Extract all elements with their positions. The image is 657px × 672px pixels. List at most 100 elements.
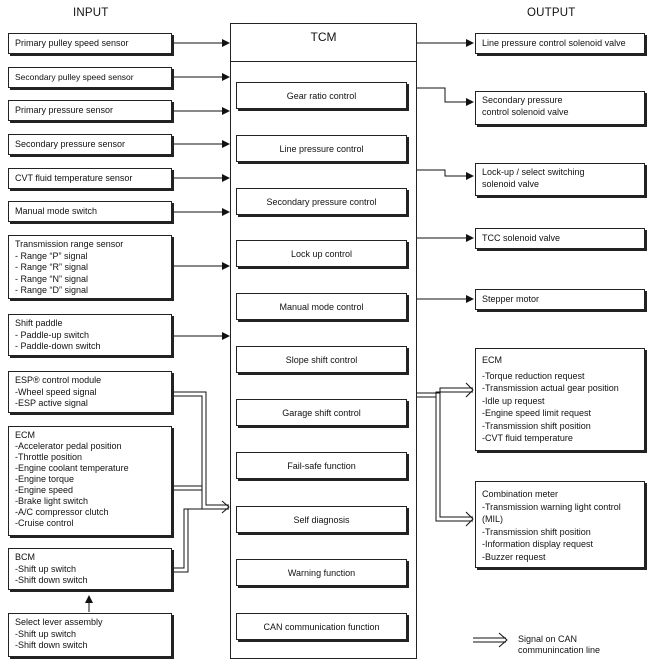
output-lock-up-select-switching-solenoid-valve: Lock-up / select switching solenoid valv… bbox=[475, 163, 645, 196]
input-line: -Shift down switch bbox=[15, 575, 88, 585]
input-header: INPUT bbox=[73, 7, 109, 19]
output-line: -CVT fluid temperature bbox=[482, 433, 573, 443]
input-ecm: ECM -Accelerator pedal position -Throttl… bbox=[8, 426, 172, 536]
input-manual-mode-switch: Manual mode switch bbox=[8, 201, 172, 222]
function-label: Slope shift control bbox=[285, 354, 358, 365]
function-slope-shift-control: Slope shift control bbox=[236, 346, 407, 373]
input-line: - Range “D” signal bbox=[15, 285, 89, 295]
input-title: CVT fluid temperature sensor bbox=[15, 172, 133, 183]
output-stepper-motor: Stepper motor bbox=[475, 289, 645, 310]
output-line: control solenoid valve bbox=[482, 106, 569, 117]
function-label: Line pressure control bbox=[279, 143, 364, 154]
tcm-frame bbox=[230, 23, 417, 659]
output-title: Line pressure control solenoid valve bbox=[482, 37, 626, 48]
input-secondary-pulley-speed-sensor: Secondary pulley speed sensor bbox=[8, 67, 172, 88]
output-ecm: ECM -Torque reduction request -Transmiss… bbox=[475, 348, 645, 451]
output-line: -Transmission actual gear position bbox=[482, 383, 619, 393]
input-line: -Wheel speed signal bbox=[15, 386, 97, 397]
input-title: ESP® control module bbox=[15, 375, 102, 385]
function-secondary-pressure-control: Secondary pressure control bbox=[236, 188, 407, 215]
output-line: -Torque reduction request bbox=[482, 370, 585, 381]
legend-line-2: communincation line bbox=[518, 645, 601, 655]
input-select-lever-assembly: Select lever assembly -Shift up switch -… bbox=[8, 613, 172, 657]
function-self-diagnosis: Self diagnosis bbox=[236, 506, 407, 533]
tcm-divider bbox=[230, 61, 417, 62]
output-line-pressure-control-solenoid-valve: Line pressure control solenoid valve bbox=[475, 33, 645, 54]
input-shift-paddle: Shift paddle - Paddle-up switch - Paddle… bbox=[8, 314, 172, 356]
output-title: TCC solenoid valve bbox=[482, 232, 561, 243]
function-label: Secondary pressure control bbox=[266, 196, 377, 207]
output-line: -Information display request bbox=[482, 539, 594, 549]
output-line: -Transmission shift position bbox=[482, 420, 591, 431]
function-line-pressure-control: Line pressure control bbox=[236, 135, 407, 162]
output-tcc-solenoid-valve: TCC solenoid valve bbox=[475, 228, 645, 249]
input-line: -Accelerator pedal position bbox=[15, 441, 122, 451]
input-line: -A/C compressor clutch bbox=[15, 507, 109, 517]
input-title: Select lever assembly bbox=[15, 617, 103, 627]
input-line: -Shift down switch bbox=[15, 640, 88, 650]
function-can-communication-function: CAN communication function bbox=[236, 613, 407, 640]
output-combination-meter: Combination meter -Transmission warning … bbox=[475, 481, 645, 568]
input-line: -ESP active signal bbox=[15, 398, 88, 408]
function-label: Self diagnosis bbox=[293, 514, 350, 525]
input-line: -Engine coolant temperature bbox=[15, 463, 129, 473]
function-garage-shift-control: Garage shift control bbox=[236, 399, 407, 426]
function-label: Fail-safe function bbox=[287, 460, 356, 471]
input-secondary-pressure-sensor: Secondary pressure sensor bbox=[8, 134, 172, 155]
input-line: -Cruise control bbox=[15, 518, 74, 528]
output-line: solenoid valve bbox=[482, 178, 540, 189]
input-line: - Paddle-down switch bbox=[15, 341, 101, 351]
function-gear-ratio-control: Gear ratio control bbox=[236, 82, 407, 109]
input-line: -Brake light switch bbox=[15, 496, 89, 506]
output-title: Lock-up / select switching bbox=[482, 167, 585, 177]
input-title: Transmission range sensor bbox=[15, 239, 124, 249]
input-line: -Shift up switch bbox=[15, 628, 77, 639]
output-title: Stepper motor bbox=[482, 293, 540, 304]
output-line: -Idle up request bbox=[482, 395, 545, 406]
input-title: Shift paddle bbox=[15, 318, 63, 328]
output-line: -Engine speed limit request bbox=[482, 408, 592, 418]
input-cvt-fluid-temperature-sensor: CVT fluid temperature sensor bbox=[8, 168, 172, 189]
function-label: Warning function bbox=[287, 567, 356, 578]
input-line: - Range “N” signal bbox=[15, 273, 89, 284]
input-bcm: BCM -Shift up switch -Shift down switch bbox=[8, 548, 172, 590]
function-fail-safe-function: Fail-safe function bbox=[236, 452, 407, 479]
function-label: Garage shift control bbox=[282, 407, 361, 418]
input-line: -Shift up switch bbox=[15, 563, 77, 574]
output-header: OUTPUT bbox=[527, 7, 576, 19]
input-title: Secondary pressure sensor bbox=[15, 138, 126, 149]
function-label: CAN communication function bbox=[263, 621, 380, 632]
output-line: -Buzzer request bbox=[482, 551, 546, 562]
legend-label: Signal on CAN communincation line bbox=[518, 634, 600, 656]
function-warning-function: Warning function bbox=[236, 559, 407, 586]
input-title: BCM bbox=[15, 552, 35, 562]
output-line: (MIL) bbox=[482, 514, 503, 524]
output-line: -Transmission warning light control bbox=[482, 501, 621, 512]
function-manual-mode-control: Manual mode control bbox=[236, 293, 407, 320]
function-label: Gear ratio control bbox=[286, 90, 357, 101]
output-title: Secondary pressure bbox=[482, 95, 563, 105]
input-title: Primary pulley speed sensor bbox=[15, 37, 129, 48]
input-line: - Range “R” signal bbox=[15, 262, 89, 272]
function-label: Manual mode control bbox=[279, 301, 364, 312]
output-secondary-pressure-control-solenoid-valve: Secondary pressure control solenoid valv… bbox=[475, 91, 645, 125]
output-title: ECM bbox=[482, 355, 502, 365]
tcm-title: TCM bbox=[310, 30, 337, 44]
function-label: Lock up control bbox=[290, 248, 353, 259]
input-title: Manual mode switch bbox=[15, 205, 98, 216]
input-line: -Engine torque bbox=[15, 474, 75, 484]
input-esp-control-module: ESP® control module -Wheel speed signal … bbox=[8, 371, 172, 413]
input-title: Primary pressure sensor bbox=[15, 104, 114, 115]
input-primary-pulley-speed-sensor: Primary pulley speed sensor bbox=[8, 33, 172, 54]
input-transmission-range-sensor: Transmission range sensor - Range “P” si… bbox=[8, 235, 172, 299]
input-title: Secondary pulley speed sensor bbox=[15, 71, 134, 82]
input-primary-pressure-sensor: Primary pressure sensor bbox=[8, 100, 172, 121]
input-line: -Throttle position bbox=[15, 452, 83, 462]
input-line: - Paddle-up switch bbox=[15, 329, 90, 340]
input-title: ECM bbox=[15, 430, 35, 440]
function-lock-up-control: Lock up control bbox=[236, 240, 407, 267]
input-line: -Engine speed bbox=[15, 485, 74, 495]
output-line: -Transmission shift position bbox=[482, 526, 591, 537]
legend-line-1: Signal on CAN bbox=[518, 634, 578, 644]
